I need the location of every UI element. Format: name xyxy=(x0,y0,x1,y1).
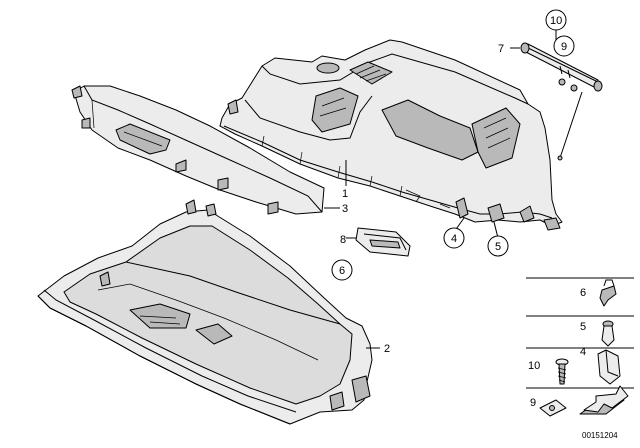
damper-strut[interactable] xyxy=(520,42,603,161)
callout-circle-5: 5 xyxy=(487,235,509,257)
glove-box-lid[interactable] xyxy=(37,199,373,425)
diagram-id: 00151204 xyxy=(582,431,618,440)
glove-box-housing[interactable] xyxy=(219,39,563,231)
callout-1: 1 xyxy=(342,188,348,200)
legend-num-10: 10 xyxy=(528,360,540,372)
callout-3: 3 xyxy=(342,203,348,215)
callout-circle-6: 6 xyxy=(331,259,353,281)
callout-6: 6 xyxy=(339,265,345,277)
callout-circle-10: 10 xyxy=(545,9,567,31)
callout-circle-4: 4 xyxy=(443,227,465,249)
legend-num-4: 4 xyxy=(580,346,586,358)
clip-nut-icon xyxy=(599,279,617,307)
sheet-nut-icon xyxy=(539,399,567,417)
arrow-panel-icon xyxy=(579,385,629,415)
legend-num-6: 6 xyxy=(580,287,586,299)
callout-5: 5 xyxy=(495,241,501,253)
callout-10: 10 xyxy=(550,15,562,27)
screw-icon xyxy=(555,358,569,385)
legend-num-5: 5 xyxy=(580,321,586,333)
latch-part[interactable] xyxy=(355,227,411,257)
leader-lines xyxy=(324,30,557,349)
callout-9: 9 xyxy=(561,41,567,53)
callout-7: 7 xyxy=(498,43,504,55)
fastener-legend: 6 5 4 10 9 xyxy=(526,277,634,417)
callout-2: 2 xyxy=(384,343,390,355)
trim-cover[interactable] xyxy=(71,85,325,215)
expanding-rivet-icon xyxy=(601,320,615,347)
spring-clip-icon xyxy=(597,349,621,385)
vent-hole xyxy=(316,62,340,74)
legend-num-9: 9 xyxy=(530,397,536,409)
callout-8: 8 xyxy=(340,234,346,246)
callout-circle-9: 9 xyxy=(553,35,575,57)
callout-4: 4 xyxy=(451,233,457,245)
